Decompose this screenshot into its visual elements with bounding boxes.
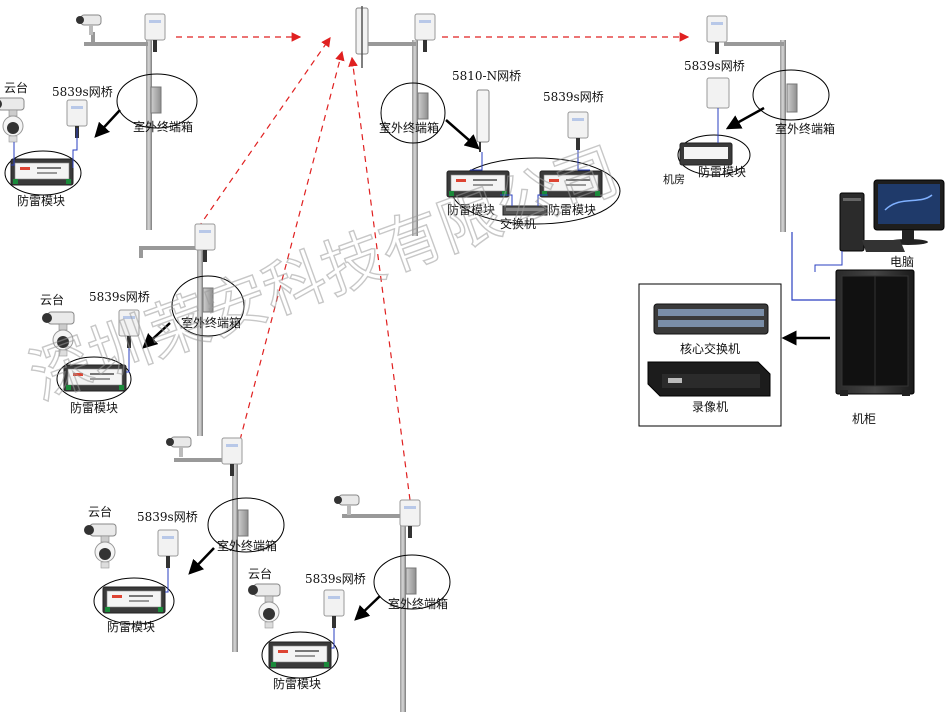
- outdoor-box-icon: [417, 92, 429, 120]
- surge-module-label: 防雷模块: [70, 400, 118, 415]
- keyboard-icon: [862, 240, 905, 252]
- computer-label: 电脑: [890, 255, 914, 269]
- bridge-label: 5839s网桥: [52, 85, 113, 99]
- outdoor-box-label: 室外终端箱: [181, 315, 241, 330]
- outdoor-box-icon: [202, 287, 214, 313]
- outdoor-box-icon: [237, 509, 249, 537]
- pointer-arrow: [94, 109, 121, 138]
- outdoor-box-icon: [786, 83, 798, 113]
- bridge-5839s-icon: [323, 589, 345, 629]
- surge-module-label: 防雷模块: [17, 193, 65, 208]
- pointer-arrow: [725, 106, 765, 130]
- computer: 电脑: [814, 179, 945, 272]
- outdoor-box-icon: [150, 86, 162, 114]
- outdoor-box-label: 室外终端箱: [379, 120, 439, 135]
- ptz-label: 云台: [88, 504, 112, 519]
- pc-tower-icon: [839, 192, 865, 252]
- company-watermark: 深圳莱安科技有限公司: [20, 133, 628, 414]
- outdoor-box-label: 室外终端箱: [217, 538, 277, 553]
- server-cabinet: 机柜: [781, 269, 915, 426]
- bridge-top-icon: [706, 15, 728, 55]
- cabinet-label: 机柜: [852, 412, 876, 426]
- pointer-arrow: [142, 322, 171, 349]
- surge-module-icon: [268, 641, 332, 669]
- pointer-arrow: [445, 119, 480, 150]
- surge-module-icon: [102, 586, 166, 614]
- link-pole4-to-ap: [348, 56, 411, 501]
- wireless-links: [176, 32, 690, 501]
- surge-module-label: 防雷模块: [107, 619, 155, 634]
- surge-module-label: 防雷模块: [698, 164, 746, 179]
- surge-module-label: 防雷模块: [273, 676, 321, 691]
- link-pole2-to-ap: [197, 37, 331, 229]
- bridge-label: 5839s网桥: [543, 90, 604, 104]
- bridge-label: 5839s网桥: [305, 572, 366, 586]
- ptz-camera-icon: [247, 583, 281, 629]
- bridge-label: 5839s网桥: [684, 59, 745, 73]
- machine-room-label: 机房: [663, 172, 685, 186]
- bridge-5810n-icon: [476, 89, 490, 143]
- ptz-camera-icon: [0, 97, 25, 143]
- pole-site-2: 室外终端箱 5839s网桥 云台 防雷模块: [40, 223, 245, 436]
- core-room-panel: 核心交换机 录像机: [638, 283, 782, 427]
- bridge-5839s-icon: [706, 77, 730, 109]
- pole-site-1: 室外终端箱 5839s网桥 云台 防雷模块: [0, 13, 198, 230]
- recorder-label: 录像机: [692, 400, 728, 414]
- pointer-arrow: [188, 547, 215, 575]
- ptz-label: 云台: [40, 292, 64, 307]
- central-site: 室外终端箱 5810-N网桥 5839s网桥 防雷模块 防雷模块 交换机: [355, 6, 621, 236]
- bridge-top-icon: [221, 437, 243, 477]
- core-switch-label: 核心交换机: [680, 341, 740, 356]
- machine-room-site: 5839s网桥 室外终端箱 机房 防雷模块: [663, 15, 840, 301]
- link-pole3-to-ap: [239, 50, 345, 441]
- core-switch-icon: [653, 303, 769, 335]
- switch-label: 交换机: [500, 216, 536, 231]
- surge-module-icon: [10, 158, 74, 186]
- pole-site-3: 室外终端箱 5839s网桥 云台 防雷模块: [83, 436, 285, 652]
- bridge-5839s-icon: [157, 529, 179, 569]
- surge-module-label: 防雷模块: [548, 202, 596, 217]
- outdoor-box-icon: [405, 567, 417, 595]
- ptz-camera-icon: [83, 523, 117, 569]
- pole-site-4: 室外终端箱 5839s网桥 云台 防雷模块: [247, 494, 451, 712]
- outdoor-box-label: 室外终端箱: [388, 596, 448, 611]
- outdoor-box-label: 室外终端箱: [133, 119, 193, 134]
- pointer-arrow: [354, 595, 381, 621]
- ptz-label: 云台: [4, 80, 28, 95]
- outdoor-box-label: 室外终端箱: [775, 121, 835, 136]
- bridge-5810n-label: 5810-N网桥: [452, 69, 521, 83]
- surge-module-label: 防雷模块: [447, 202, 495, 217]
- bridge-label: 5839s网桥: [137, 510, 198, 524]
- ptz-label: 云台: [248, 566, 272, 581]
- bridge-label: 5839s网桥: [89, 290, 150, 304]
